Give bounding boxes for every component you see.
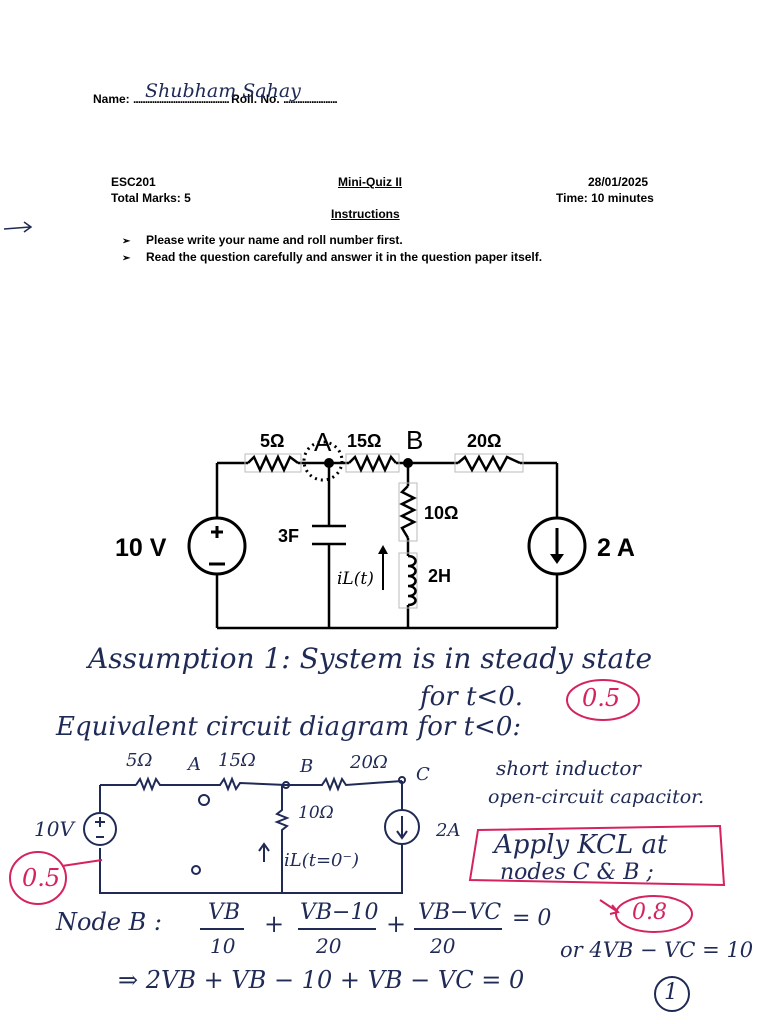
course-code: ESC201	[111, 175, 156, 189]
quiz-title: Mini-Quiz II	[338, 175, 402, 189]
name-handwritten: Shubham Sahay	[145, 80, 301, 102]
note-open-capacitor: open-circuit capacitor.	[488, 786, 705, 808]
sketch-label-r3: 20Ω	[349, 752, 388, 773]
quiz-date: 28/01/2025	[588, 175, 649, 189]
eq-term1-denominator: 10	[210, 934, 236, 958]
eq-term2-numerator: VB−10	[300, 900, 379, 925]
label-r4: 10Ω	[424, 503, 458, 523]
equivalent-circuit-title: Equivalent circuit diagram for t<0:	[56, 712, 522, 742]
score-mark-1: 0.5	[582, 684, 621, 712]
quiz-time: Time: 10 minutes	[556, 191, 654, 205]
node-b-label: Node B :	[56, 908, 162, 936]
sketch-label-voltage: 10V	[34, 817, 76, 841]
note-short-inductor: short inductor	[496, 756, 641, 780]
sketch-label-r4: 10Ω	[298, 803, 334, 823]
name-label: Name:	[93, 92, 130, 106]
instructions-title: Instructions	[331, 207, 400, 221]
eq-simplified: or 4VB − VC = 10	[560, 938, 754, 962]
score-mark-2: 0.5	[22, 864, 61, 892]
total-marks: Total Marks: 5	[111, 191, 191, 205]
label-current-source: 2 A	[597, 534, 635, 562]
assumption-line-2: for t<0.	[420, 682, 524, 712]
label-node-a: A	[314, 427, 332, 457]
eq-equals-zero: = 0	[512, 906, 552, 931]
eq-term1-numerator: VB	[208, 900, 241, 925]
instruction-item: ➢Read the question carefully and answer …	[122, 249, 542, 266]
label-r3: 20Ω	[467, 431, 501, 451]
assumption-line-1: Assumption 1: System is in steady state	[88, 642, 653, 675]
sketch-label-r2: 15Ω	[218, 750, 256, 771]
label-inductor: 2H	[428, 566, 451, 586]
sketch-label-b: B	[299, 756, 313, 777]
arrow-bullet-icon: ➢	[122, 236, 131, 247]
instruction-list: ➢Please write your name and roll number …	[122, 232, 542, 266]
label-capacitor: 3F	[278, 526, 299, 546]
sketch-label-inductor-current: iL(t=0⁻)	[284, 850, 359, 871]
arrow-bullet-icon: ➢	[122, 253, 131, 264]
kcl-note-line-1: Apply KCL at	[494, 830, 668, 860]
sketch-label-r1: 5Ω	[126, 750, 152, 771]
eq-term3-numerator: VB−VC	[418, 900, 502, 925]
kcl-note-line-2: nodes C & B ;	[500, 860, 654, 885]
label-voltage-source: 10 V	[115, 534, 167, 562]
sketch-label-c: C	[416, 764, 430, 785]
label-inductor-current: iL(t)	[337, 569, 374, 589]
label-r1: 5Ω	[260, 431, 284, 451]
label-node-b: B	[406, 425, 423, 455]
eq-plus-2: +	[386, 910, 407, 938]
eq-term2-denominator: 20	[316, 934, 342, 958]
sketch-label-current-source: 2A	[435, 820, 460, 841]
eq-line-2: ⇒ 2VB + VB − 10 + VB − VC = 0	[118, 966, 525, 994]
instruction-item: ➢Please write your name and roll number …	[122, 232, 542, 249]
score-mark-4: 1	[664, 980, 678, 1005]
label-r2: 15Ω	[347, 431, 381, 451]
score-mark-3: 0.8	[632, 900, 667, 925]
eq-plus-1: +	[264, 910, 285, 938]
sketch-label-a: A	[186, 754, 201, 775]
roll-label: Roll. No.	[231, 92, 280, 106]
eq-term3-denominator: 20	[430, 934, 456, 958]
